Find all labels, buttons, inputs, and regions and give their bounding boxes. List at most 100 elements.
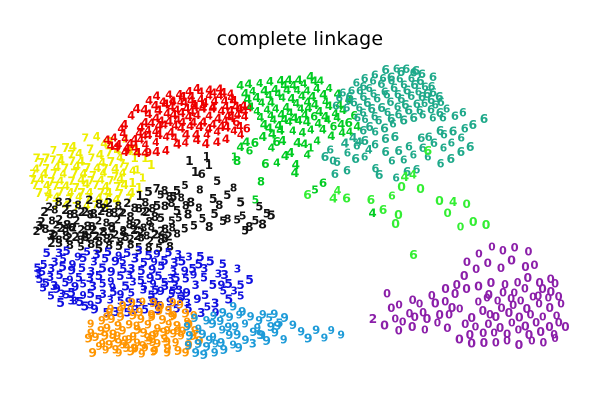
data-point-yellow-cluster: 7 xyxy=(106,174,115,188)
data-point-teal-cluster: 6 xyxy=(442,103,451,116)
data-point-orange-cluster: 9 xyxy=(127,295,137,310)
data-point-black-cluster: 5 xyxy=(134,240,143,255)
data-point-green-cluster: 4 xyxy=(247,100,255,114)
data-point-green-cluster: 4 xyxy=(297,89,307,104)
data-point-red-cluster: 4 xyxy=(152,137,160,150)
data-point-orange-cluster: 9 xyxy=(130,341,139,355)
data-point-teal-cluster: 6 xyxy=(418,108,427,122)
data-point-spring-green-cluster: 0 xyxy=(481,216,491,232)
data-point-cyan-cluster: 9 xyxy=(249,325,258,340)
data-point-red-cluster: 4 xyxy=(192,133,202,148)
data-point-cyan-cluster: 9 xyxy=(198,326,207,342)
data-point-blue-cluster: 9 xyxy=(52,281,61,297)
data-point-purple-cluster: 0 xyxy=(474,296,483,309)
data-point-black-cluster: 1 xyxy=(185,154,194,169)
data-point-red-cluster: 4 xyxy=(184,110,194,125)
data-point-black-cluster: 8 xyxy=(61,222,70,236)
data-point-cyan-cluster: 9 xyxy=(280,310,289,325)
data-point-blue-cluster: 5 xyxy=(141,303,149,317)
data-point-teal-cluster: 6 xyxy=(457,131,465,145)
data-point-teal-cluster: 6 xyxy=(424,129,433,144)
data-point-green-cluster: 4 xyxy=(278,134,287,149)
data-point-blue-cluster: 3 xyxy=(191,278,200,293)
data-point-orange-cluster: 9 xyxy=(158,312,167,327)
data-point-red-cluster: 4 xyxy=(122,141,132,156)
data-point-blue-cluster: 9 xyxy=(165,295,174,309)
data-point-yellow-cluster: 7 xyxy=(112,197,121,212)
data-point-red-cluster: 4 xyxy=(125,137,135,152)
data-point-teal-cluster: 6 xyxy=(380,85,389,99)
data-point-purple-cluster: 0 xyxy=(483,256,492,271)
data-point-black-cluster: 2 xyxy=(56,221,65,236)
data-point-purple-cluster: 0 xyxy=(395,299,403,312)
data-point-green-cluster: 5 xyxy=(311,183,319,197)
data-point-orange-cluster: 9 xyxy=(143,330,152,345)
data-point-black-cluster: 2 xyxy=(119,206,128,220)
data-point-orange-cluster: 9 xyxy=(147,310,156,325)
data-point-green-cluster: 4 xyxy=(243,91,253,107)
data-point-teal-cluster: 6 xyxy=(361,114,369,127)
data-point-orange-cluster: 9 xyxy=(139,325,148,341)
data-point-red-cluster: 4 xyxy=(230,125,238,138)
data-point-red-cluster: 4 xyxy=(114,138,123,152)
data-point-teal-cluster: 6 xyxy=(359,90,368,105)
data-point-red-cluster: 4 xyxy=(160,120,169,133)
data-point-red-cluster: 4 xyxy=(222,100,230,114)
data-point-purple-cluster: 0 xyxy=(503,334,512,348)
data-point-cyan-cluster: 9 xyxy=(259,308,267,322)
data-point-blue-cluster: 9 xyxy=(90,301,99,317)
data-point-orange-cluster: 9 xyxy=(194,332,204,348)
data-point-yellow-cluster: 4 xyxy=(76,153,86,169)
data-point-orange-cluster: 9 xyxy=(153,321,162,335)
data-point-yellow-cluster: 7 xyxy=(67,147,76,162)
data-point-yellow-cluster: 7 xyxy=(51,178,60,193)
data-point-yellow-cluster: 4 xyxy=(104,185,113,200)
data-point-red-cluster: 4 xyxy=(236,128,245,142)
data-point-black-cluster: 8 xyxy=(81,230,90,245)
data-point-red-cluster: 4 xyxy=(208,99,218,114)
data-point-yellow-cluster: 7 xyxy=(100,161,109,176)
data-point-black-cluster: 8 xyxy=(143,229,151,243)
data-point-blue-cluster: 9 xyxy=(180,263,189,278)
data-point-purple-cluster: 0 xyxy=(521,282,529,296)
data-point-blue-cluster: 5 xyxy=(147,288,156,303)
data-point-teal-cluster: 6 xyxy=(414,85,423,99)
data-point-red-cluster: 4 xyxy=(170,132,179,145)
data-point-yellow-cluster: 4 xyxy=(42,178,51,193)
data-point-cyan-cluster: 9 xyxy=(279,333,288,347)
data-point-teal-cluster: 6 xyxy=(396,64,406,80)
data-point-teal-cluster: 6 xyxy=(374,114,383,128)
data-point-teal-cluster: 6 xyxy=(404,140,413,154)
data-point-purple-cluster: 0 xyxy=(524,244,533,259)
data-point-red-cluster: 4 xyxy=(119,127,128,141)
data-point-red-cluster: 4 xyxy=(203,128,211,142)
data-point-red-cluster: 4 xyxy=(144,128,153,143)
data-point-blue-cluster: 5 xyxy=(75,294,85,309)
data-point-green-cluster: 4 xyxy=(295,114,303,128)
data-point-yellow-cluster: 4 xyxy=(116,151,124,165)
data-point-green-cluster: 4 xyxy=(333,111,342,125)
data-point-blue-cluster: 3 xyxy=(106,295,114,308)
data-point-teal-cluster: 6 xyxy=(367,102,376,117)
data-point-cyan-cluster: 9 xyxy=(273,319,282,334)
data-point-teal-cluster: 6 xyxy=(335,91,344,105)
data-point-red-cluster: 4 xyxy=(140,115,150,130)
data-point-teal-cluster: 6 xyxy=(381,130,390,146)
data-point-black-cluster: 5 xyxy=(172,203,182,218)
data-point-teal-cluster: 0 xyxy=(329,154,337,168)
data-point-black-cluster: 5 xyxy=(208,190,218,206)
data-point-blue-cluster: 5 xyxy=(109,285,118,300)
data-point-teal-cluster: 6 xyxy=(345,90,354,105)
data-point-teal-cluster: 6 xyxy=(382,87,391,102)
data-point-green-cluster: 4 xyxy=(306,69,315,84)
data-point-blue-cluster: 3 xyxy=(85,270,95,286)
data-point-orange-cluster: 9 xyxy=(181,305,190,321)
data-point-blue-cluster: 5 xyxy=(144,248,153,264)
data-point-orange-cluster: 9 xyxy=(188,327,198,343)
data-point-red-cluster: 4 xyxy=(181,126,191,142)
data-point-orange-cluster: 9 xyxy=(150,343,159,357)
data-point-black-cluster: 5 xyxy=(77,241,85,254)
data-point-yellow-cluster: 4 xyxy=(86,186,94,199)
data-point-black-cluster: 5 xyxy=(241,223,249,237)
data-point-green-cluster: 4 xyxy=(274,89,282,102)
